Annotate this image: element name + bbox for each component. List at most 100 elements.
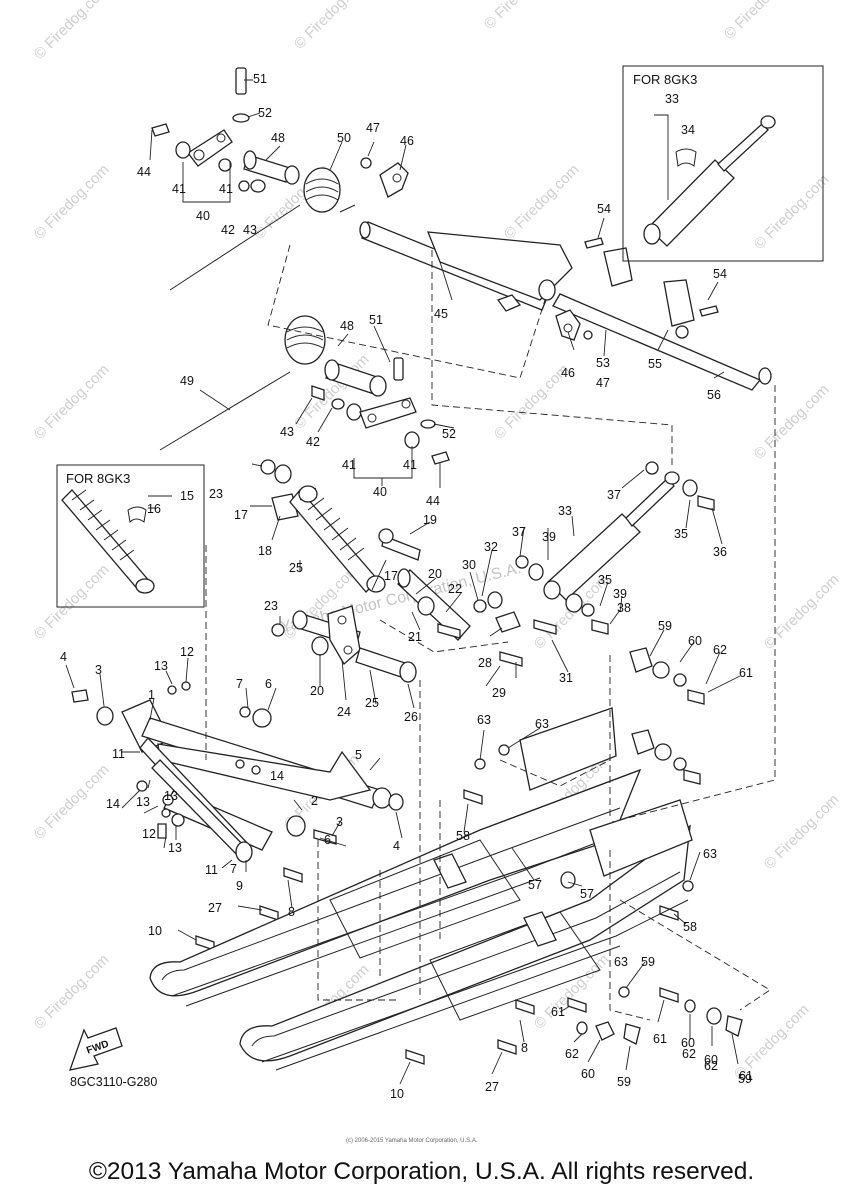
- callout-12: 12: [142, 827, 156, 841]
- callout-14: 14: [270, 769, 284, 783]
- callout-54: 54: [597, 202, 611, 216]
- callout-62: 62: [682, 1047, 696, 1061]
- callout-55: 55: [648, 357, 662, 371]
- callout-25: 25: [289, 561, 303, 575]
- callout-8: 8: [288, 905, 295, 919]
- callout-60: 60: [704, 1053, 718, 1067]
- callout-61: 61: [739, 1069, 753, 1083]
- callout-17: 17: [234, 508, 248, 522]
- callout-60: 60: [581, 1067, 595, 1081]
- callout-41: 41: [172, 182, 186, 196]
- callout-42: 42: [221, 223, 235, 237]
- inset-top-label-34: 34: [681, 123, 695, 137]
- copyright-text: ©2013 Yamaha Motor Corporation, U.S.A. A…: [88, 1158, 755, 1185]
- callout-61: 61: [739, 666, 753, 680]
- callout-47: 47: [366, 121, 380, 135]
- inset-left-title: FOR 8GK3: [66, 471, 130, 486]
- callout-52: 52: [258, 106, 272, 120]
- callout-6: 6: [324, 833, 331, 847]
- callout-29: 29: [492, 686, 506, 700]
- front-arm-group: [71, 681, 404, 863]
- callout-4: 4: [60, 650, 67, 664]
- upper-shaft-group: [359, 221, 772, 391]
- inset-8gk3-shock: [622, 65, 824, 262]
- callout-43: 43: [243, 223, 257, 237]
- watermark-text: © Firedog.com: [31, 561, 113, 643]
- callout-8: 8: [521, 1041, 528, 1055]
- callout-37: 37: [607, 488, 621, 502]
- inset-left-label-15: 15: [180, 489, 194, 503]
- diagram-code: 8GC3110-G280: [70, 1075, 157, 1089]
- callout-62: 62: [565, 1047, 579, 1061]
- callout-11: 11: [112, 747, 125, 761]
- rear-shock-group: [397, 461, 715, 667]
- callout-7: 7: [230, 862, 237, 876]
- callout-25: 25: [365, 696, 379, 710]
- callout-37: 37: [512, 525, 526, 539]
- watermark-text: © Firedog.com: [481, 0, 563, 33]
- callout-40: 40: [196, 209, 210, 223]
- callout-59: 59: [641, 955, 655, 969]
- watermark-text: © Firedog.com: [31, 951, 113, 1033]
- callout-14: 14: [106, 797, 120, 811]
- callout-13: 13: [154, 659, 168, 673]
- fwd-arrow-icon: FWD: [69, 1027, 123, 1071]
- watermark-text: © Firedog.com: [501, 161, 583, 243]
- callout-22: 22: [448, 582, 462, 596]
- callout-33: 33: [558, 504, 572, 518]
- callout-24: 24: [337, 705, 351, 719]
- callout-63: 63: [535, 717, 549, 731]
- watermark-text: © Firedog.com: [31, 761, 113, 843]
- slide-rails: [149, 707, 693, 1071]
- callout-27: 27: [485, 1080, 499, 1094]
- callout-58: 58: [456, 829, 470, 843]
- callout-23: 23: [264, 599, 278, 613]
- callout-20: 20: [428, 567, 442, 581]
- callout-61: 61: [653, 1032, 667, 1046]
- callout-27: 27: [208, 901, 222, 915]
- callout-41: 41: [403, 458, 417, 472]
- tiny-notice: (c) 2006-2015 Yamaha Motor Corporation, …: [346, 1138, 478, 1144]
- callout-47: 47: [596, 376, 610, 390]
- leader-lines: [65, 79, 741, 1085]
- callout-35: 35: [674, 527, 688, 541]
- callout-5: 5: [355, 748, 362, 762]
- callout-31: 31: [559, 671, 573, 685]
- callout-17: 17: [384, 569, 398, 583]
- callout-56: 56: [707, 388, 721, 402]
- lower-pivot-group: [159, 315, 450, 465]
- callout-3: 3: [95, 663, 102, 677]
- callout-13: 13: [168, 841, 182, 855]
- middle-pivot-group: [271, 605, 417, 683]
- callout-3: 3: [336, 815, 343, 829]
- callout-38: 38: [617, 601, 631, 615]
- callout-12: 12: [180, 645, 194, 659]
- callout-7: 7: [236, 677, 243, 691]
- callout-51: 51: [253, 72, 267, 86]
- center-shock-group: [260, 459, 421, 593]
- callout-53: 53: [596, 356, 610, 370]
- watermark-text: © Firedog.com: [31, 161, 113, 243]
- watermark-text: © Firedog.com: [291, 0, 373, 53]
- callout-58: 58: [683, 920, 697, 934]
- callout-49: 49: [180, 374, 194, 388]
- callout-18: 18: [258, 544, 272, 558]
- callout-60: 60: [688, 634, 702, 648]
- callout-48: 48: [271, 131, 285, 145]
- callout-63: 63: [477, 713, 491, 727]
- watermark-text: © Firedog.com: [761, 791, 843, 873]
- callout-10: 10: [390, 1087, 404, 1101]
- inset-top-label-33: 33: [665, 92, 679, 106]
- callout-10: 10: [148, 924, 162, 938]
- callout-61: 61: [551, 1005, 565, 1019]
- callout-52: 52: [442, 427, 456, 441]
- callout-59: 59: [617, 1075, 631, 1089]
- callout-54: 54: [713, 267, 727, 281]
- callout-26: 26: [404, 710, 418, 724]
- callout-59: 59: [658, 619, 672, 633]
- callout-11: 11: [205, 863, 218, 877]
- callout-20: 20: [310, 684, 324, 698]
- callout-57: 57: [580, 887, 594, 901]
- callout-41: 41: [342, 458, 356, 472]
